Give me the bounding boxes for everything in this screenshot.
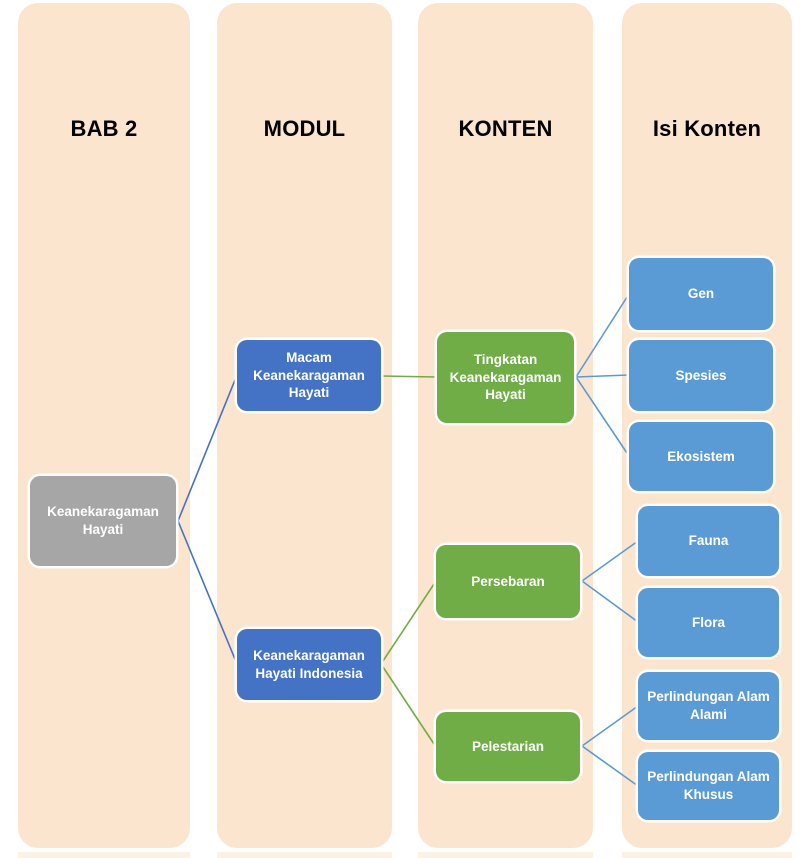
- column-reflection-modul: [217, 852, 392, 858]
- node-spesies: Spesies: [629, 340, 773, 411]
- node-pelestarian: Pelestarian: [436, 712, 580, 781]
- node-keanekaragaman-hayati: Keanekaragaman Hayati: [30, 476, 176, 566]
- node-perlindungan-alam-alami: Perlindungan Alam Alami: [638, 672, 779, 740]
- column-header-modul: MODUL: [263, 116, 346, 141]
- node-label: Keanekaragaman Hayati Indonesia: [253, 647, 365, 681]
- node-label: Keanekaragaman Hayati: [47, 504, 159, 537]
- node-label: Flora: [691, 614, 725, 630]
- column-modul: MODUL: [217, 3, 392, 848]
- column-header-bab2: BAB 2: [70, 116, 138, 141]
- node-label: Ekosistem: [667, 448, 735, 464]
- node-label: Macam Keanekaragaman Hayati: [253, 349, 365, 401]
- column-header-isi-konten: Isi Konten: [652, 116, 762, 141]
- node-label: Gen: [687, 286, 715, 302]
- column-konten: KONTEN: [418, 3, 593, 848]
- column-reflection-konten: [418, 852, 593, 858]
- node-label: Perlindungan Alam Khusus: [647, 769, 770, 802]
- node-label: Fauna: [688, 533, 729, 549]
- column-reflection-isi-konten: [622, 852, 792, 858]
- node-keanekaragaman-hayati-indonesia: Keanekaragaman Hayati Indonesia: [237, 629, 381, 700]
- column-reflection-bab2: [18, 852, 190, 858]
- node-label: Tingkatan Keanekaragaman Hayati: [449, 351, 562, 403]
- node-tingkatan-keanekaragaman-hayati: Tingkatan Keanekaragaman Hayati: [437, 332, 574, 423]
- node-label: Spesies: [675, 367, 727, 383]
- node-label: Persebaran: [471, 573, 545, 589]
- node-flora: Flora: [638, 588, 779, 657]
- node-perlindungan-alam-khusus: Perlindungan Alam Khusus: [638, 752, 779, 820]
- node-ekosistem: Ekosistem: [629, 422, 773, 491]
- node-gen: Gen: [629, 258, 773, 330]
- column-bab2: BAB 2: [18, 3, 190, 848]
- node-macam-keanekaragaman-hayati: Macam Keanekaragaman Hayati: [237, 340, 381, 411]
- node-label: Pelestarian: [471, 738, 545, 754]
- column-header-konten: KONTEN: [458, 116, 553, 141]
- node-label: Perlindungan Alam Alami: [647, 689, 770, 722]
- node-persebaran: Persebaran: [436, 545, 580, 618]
- node-fauna: Fauna: [638, 506, 779, 576]
